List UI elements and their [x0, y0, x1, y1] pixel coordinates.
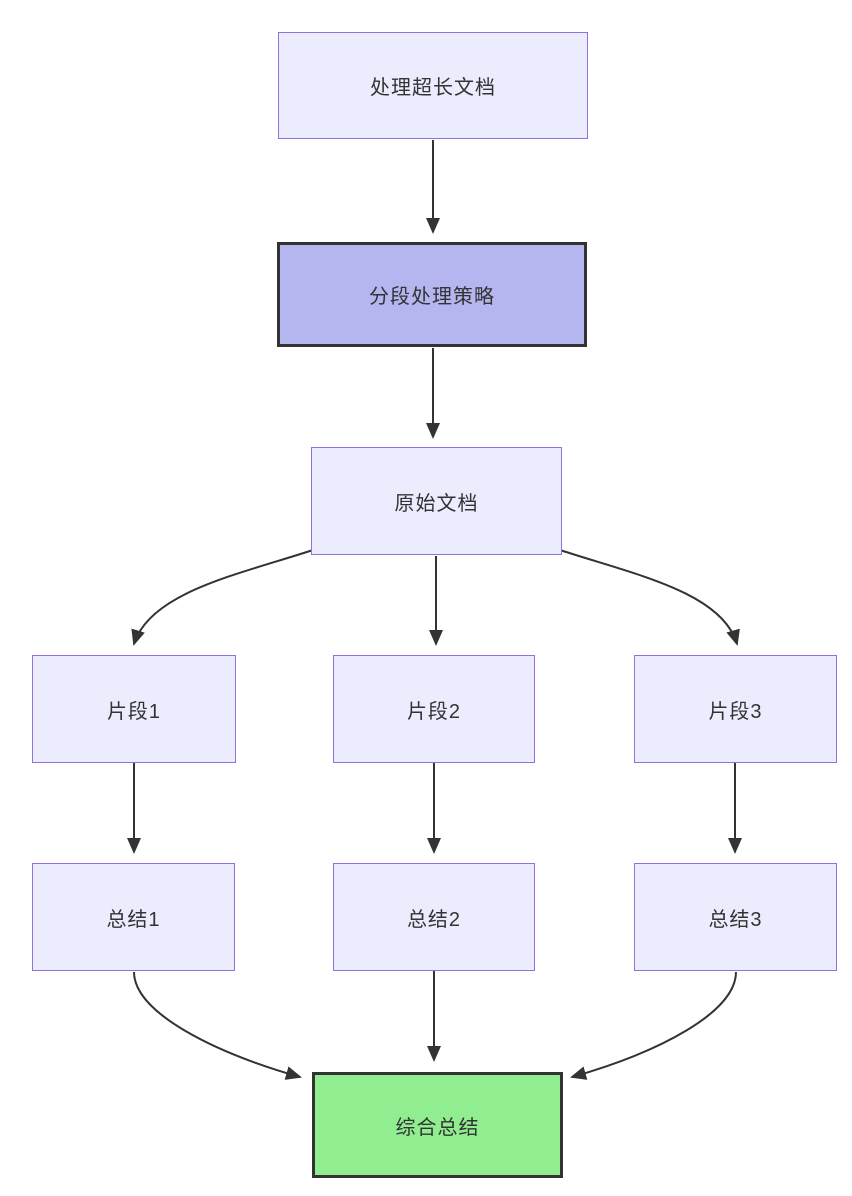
node-summary-1: 总结1 — [32, 863, 235, 971]
edge-original-to-frag3 — [559, 549, 740, 646]
node-label: 片段3 — [708, 700, 763, 723]
node-label: 处理超长文档 — [370, 77, 496, 99]
node-original-document: 原始文档 — [311, 447, 562, 555]
node-process-long-document: 处理超长文档 — [278, 32, 588, 139]
node-fragment-3: 片段3 — [634, 655, 837, 763]
node-label: 原始文档 — [394, 492, 479, 515]
node-label: 总结3 — [708, 908, 763, 931]
node-label: 分段处理策略 — [369, 286, 495, 308]
node-fragment-1: 片段1 — [32, 655, 236, 763]
edge-sum1-to-final — [133, 971, 302, 1080]
node-label: 总结2 — [406, 908, 462, 931]
node-final-summary: 综合总结 — [312, 1072, 563, 1178]
node-segment-strategy: 分段处理策略 — [277, 242, 587, 347]
node-summary-3: 总结3 — [634, 863, 837, 971]
node-label: 片段1 — [106, 700, 162, 723]
edge-sum3-to-final — [570, 971, 737, 1080]
node-label: 综合总结 — [395, 1116, 480, 1139]
node-label: 片段2 — [406, 700, 462, 723]
node-fragment-2: 片段2 — [333, 655, 535, 763]
node-label: 总结1 — [106, 908, 161, 931]
node-summary-2: 总结2 — [333, 863, 535, 971]
edge-original-to-frag1 — [131, 549, 314, 646]
